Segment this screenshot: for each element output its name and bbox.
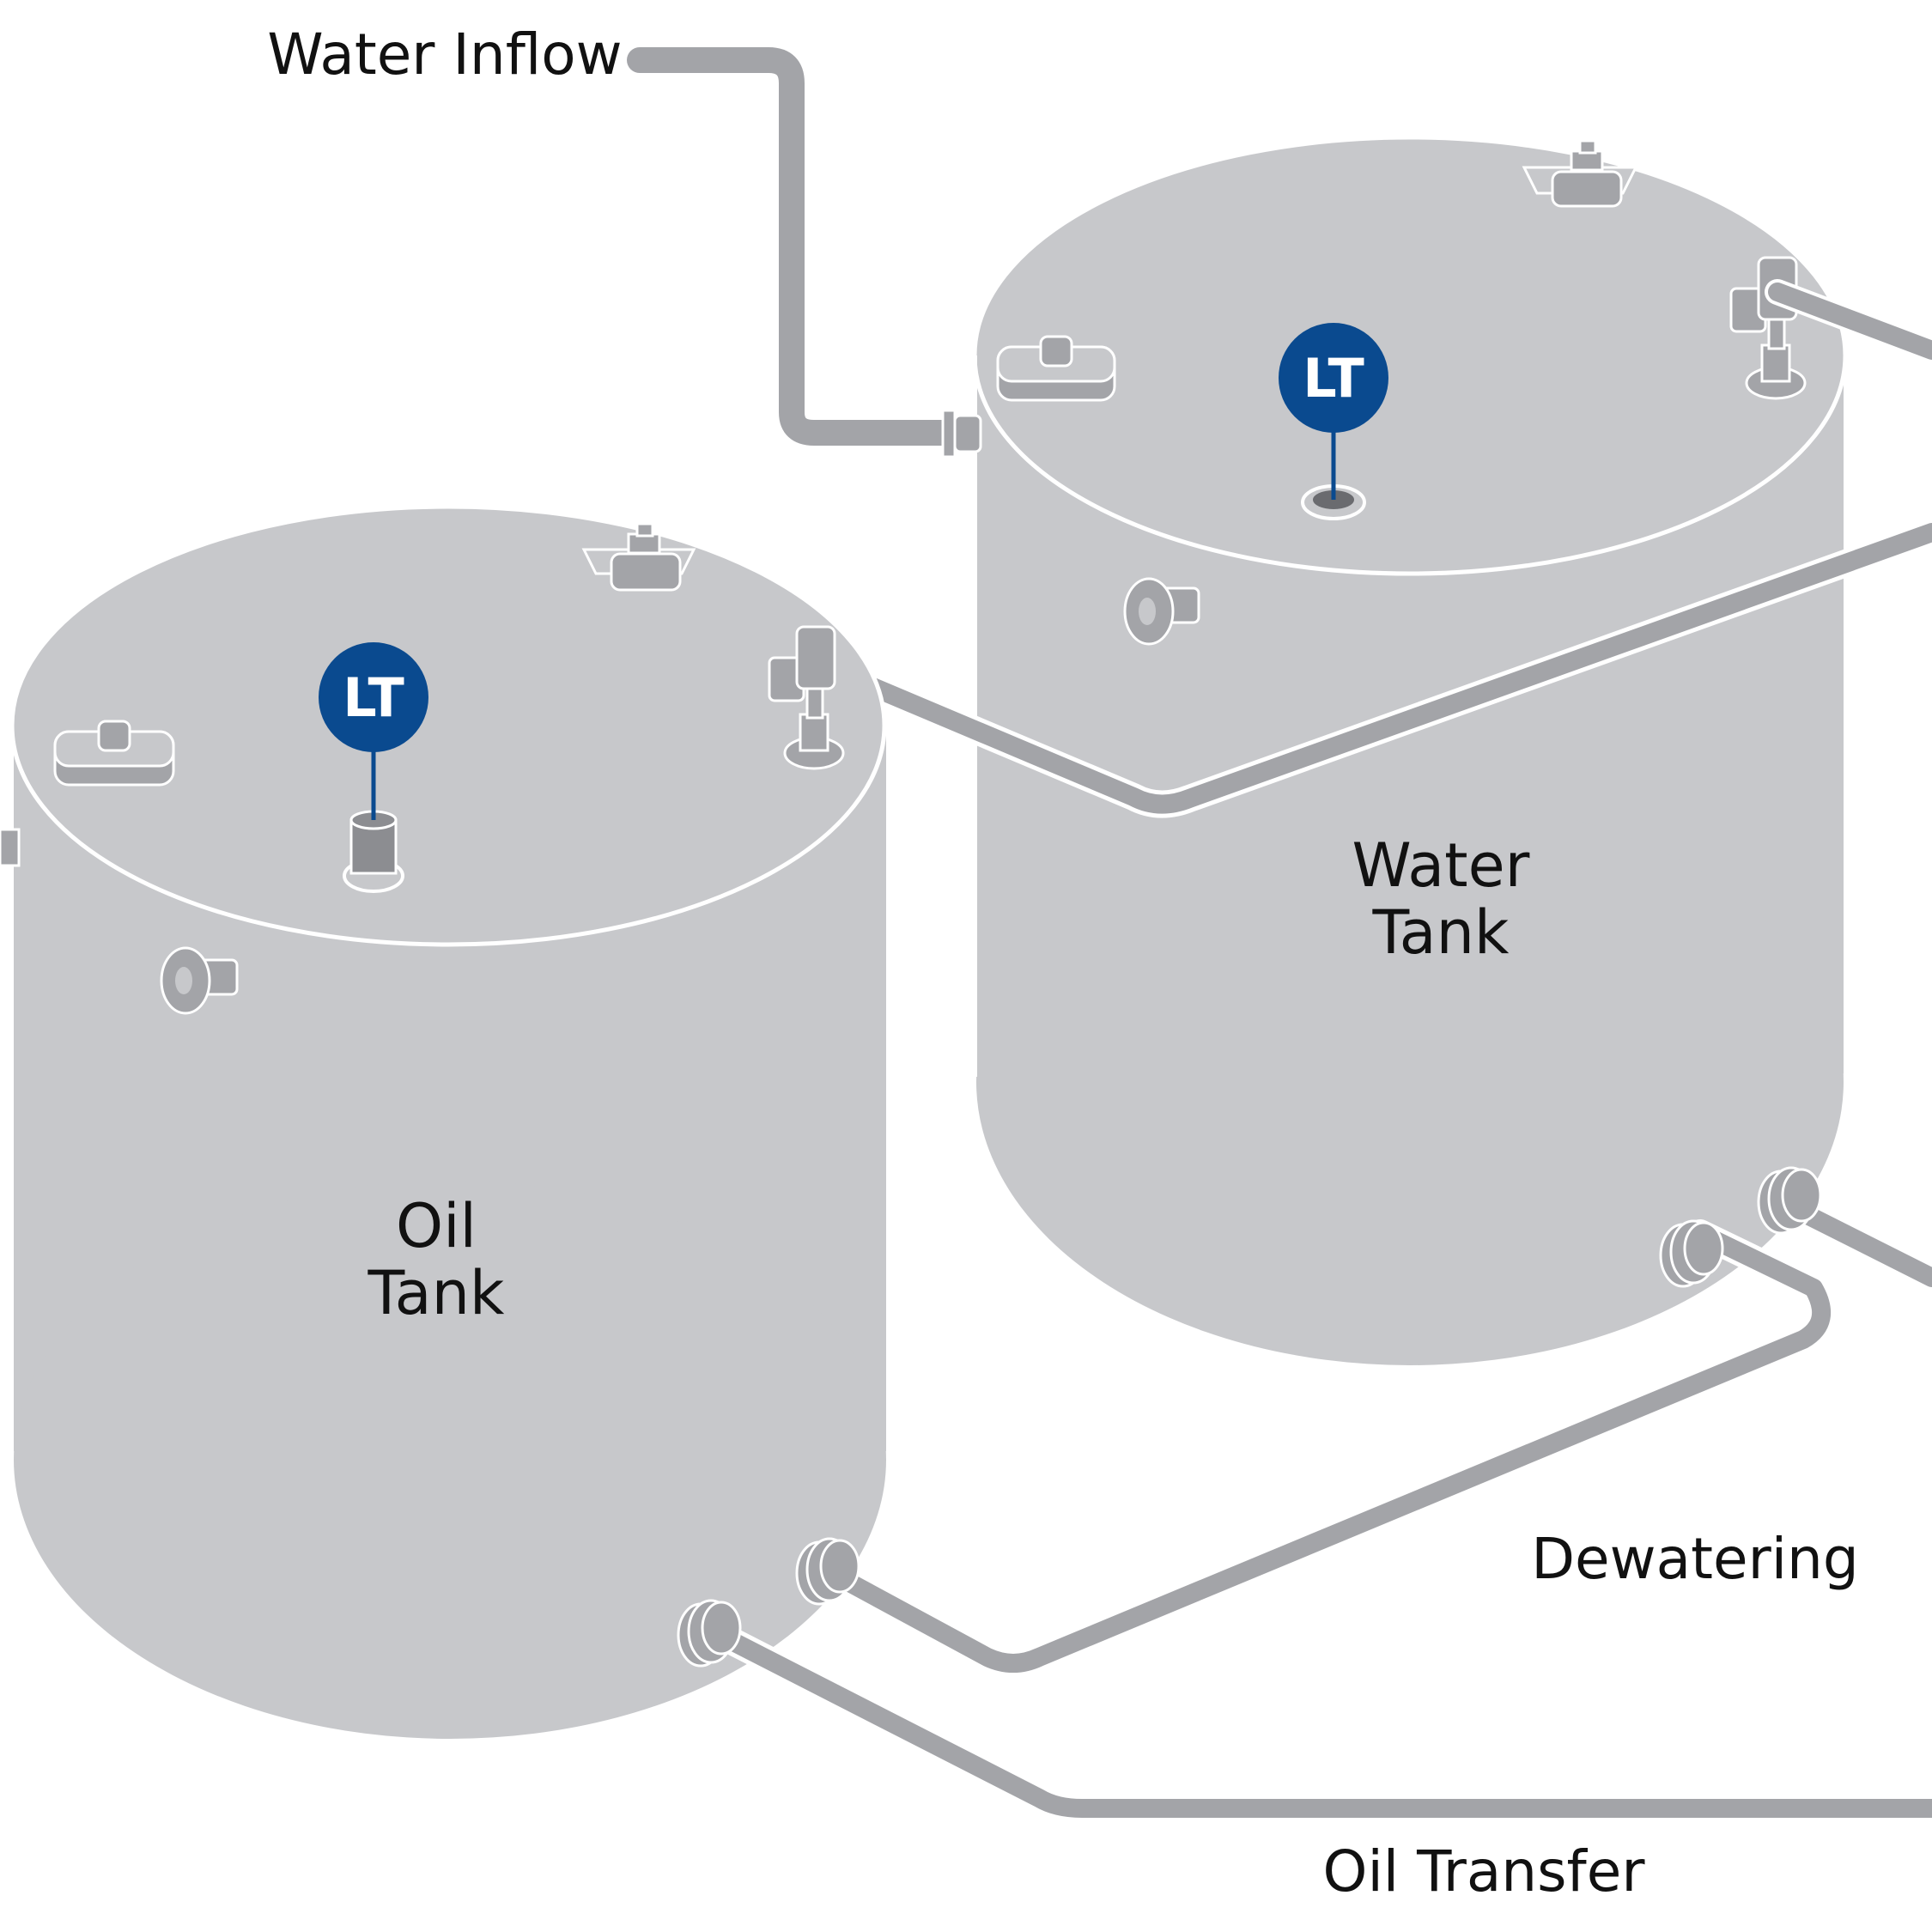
oil-tank-hatch-icon: [53, 720, 175, 787]
oil-tank-valve-icon: [768, 625, 845, 770]
water-tank-label-line1: Water: [1352, 830, 1530, 901]
water-tank-outlet-pipe: [1765, 279, 1932, 363]
water-tank-label-line2: Tank: [1372, 897, 1510, 968]
water-inflow-pipe: [627, 47, 982, 459]
oil-transfer-label: Oil Transfer: [1323, 1838, 1646, 1905]
water-tank-bottom-flange-2-icon: [1757, 1166, 1822, 1235]
water-tank-valve-icon: [1729, 256, 1807, 400]
water-tank-hatch-icon: [996, 335, 1116, 402]
oil-tank-label-line2: Tank: [368, 1258, 505, 1328]
oil-tank-lt-label: LT: [343, 666, 404, 729]
water-tank-bottom-flange-1-icon: [1659, 1219, 1724, 1288]
oil-tank-top: [9, 504, 887, 947]
oil-tank-nozzle-icon: [160, 946, 239, 1015]
oil-tank-bottom-flange-2-icon: [677, 1599, 742, 1668]
dewatering-label: Dewatering: [1531, 1526, 1859, 1592]
oil-tank-bottom: [14, 1181, 886, 1739]
water-tank-level-transmitter: LT: [1279, 323, 1388, 500]
water-tank-right-outlet-pipe: [1785, 1197, 1932, 1291]
oil-to-water-pipe: [802, 519, 1932, 818]
oil-tank-level-transmitter: LT: [319, 642, 428, 893]
oil-tank: [9, 504, 887, 1739]
water-tank: [972, 135, 1848, 1365]
water-tank-nozzle-icon: [1123, 577, 1200, 646]
dewatering-pipe: [828, 1219, 1835, 1677]
oil-tank-vent-icon: [581, 522, 696, 592]
water-tank-lt-label: LT: [1303, 347, 1364, 410]
water-tank-bottom: [976, 799, 1844, 1365]
oil-tank-side-stub: [0, 828, 21, 867]
oil-tank-label-line1: Oil: [396, 1191, 477, 1261]
water-tank-vent-icon: [1522, 139, 1638, 208]
oil-transfer-pipe: [716, 1626, 1932, 1822]
oil-tank-bottom-flange-1-icon: [795, 1537, 860, 1606]
water-inflow-label: Water Inflow: [267, 21, 622, 88]
